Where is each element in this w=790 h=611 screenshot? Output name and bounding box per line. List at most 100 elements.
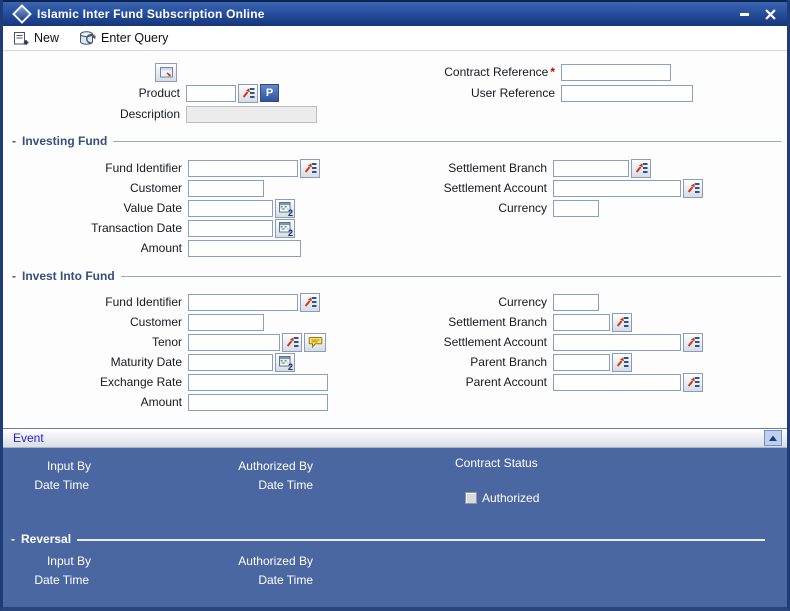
minimize-button[interactable] [735,6,753,22]
scroll-up-button[interactable] [764,430,782,446]
up-arrow-icon [768,434,778,443]
contract-reference-input[interactable] [561,63,671,81]
iif-customer-input[interactable] [188,313,264,331]
iif-fund-identifier-lov-button[interactable] [300,292,320,312]
iif-tenor-label: Tenor [151,335,182,349]
investing-transaction-date-input[interactable] [188,219,273,237]
investing-fund-identifier-input[interactable] [188,159,298,177]
contract-reference-label: Contract Reference* [444,65,555,79]
iif-fund-identifier-input[interactable] [188,293,298,311]
investing-fund-identifier-lov-button[interactable] [300,158,320,178]
investing-currency-label: Currency [498,201,547,215]
authorized-checkbox[interactable] [465,492,477,504]
iif-settlement-account-lov-button[interactable] [683,332,703,352]
iif-parent-branch-input[interactable] [553,353,610,371]
iif-amount-input[interactable] [188,393,328,411]
investing-settlement-branch-lov-button[interactable] [631,158,651,178]
calendar-digit: 2 [287,207,293,218]
lov-icon [304,162,317,174]
iif-exchange-rate-label: Exchange Rate [99,375,182,389]
iif-maturity-date-input[interactable] [188,353,273,371]
reversal-authorized-by-label: Authorized By [238,554,313,568]
required-asterisk: * [550,65,555,79]
event-link[interactable]: Event [13,431,44,445]
investing-settlement-account-input[interactable] [553,179,681,197]
date-time-label: Date Time [34,478,89,492]
enter-query-button[interactable]: Enter Query [79,31,168,46]
investing-settlement-account-lov-button[interactable] [683,178,703,198]
investing-settlement-branch-input[interactable] [553,159,629,177]
authorized-field: Authorized [465,491,539,505]
iif-currency-input[interactable] [553,293,599,311]
lov-icon [616,316,629,328]
lov-icon [687,376,700,388]
new-document-icon [13,31,29,46]
audit-footer: Input By Date Time Authorized By Date Ti… [3,448,787,607]
window-red-arrow-icon [159,66,174,79]
iif-parent-branch-lov-button[interactable] [612,352,632,372]
user-reference-input[interactable] [561,84,693,102]
product-preview-button[interactable] [155,63,177,82]
lov-icon [687,336,700,348]
product-input[interactable] [186,84,236,102]
investing-customer-input[interactable] [188,179,264,197]
product-p-button[interactable]: P [260,84,279,102]
reversal-section-title: Reversal [21,532,72,546]
iif-settlement-branch-lov-button[interactable] [612,312,632,332]
iif-tenor-note-button[interactable] [304,332,326,352]
investing-value-date-input[interactable] [188,199,273,217]
user-reference-label: User Reference [470,86,555,100]
investing-value-date-calendar-button[interactable]: 2 [275,198,295,218]
calendar-digit: 2 [287,361,293,372]
investing-transaction-date-calendar-button[interactable]: 2 [275,218,295,238]
investing-amount-input[interactable] [188,239,301,257]
contract-status-label: Contract Status [455,456,538,470]
minimize-icon [739,12,749,16]
iif-amount-label: Amount [140,395,182,409]
product-lov-button[interactable] [238,83,258,103]
input-by-label: Input By [46,459,91,473]
iif-parent-account-input[interactable] [553,373,681,391]
investing-fund-section-header: - Investing Fund [12,134,781,148]
investing-amount-label: Amount [140,241,182,255]
lov-icon [687,182,700,194]
lov-icon [635,162,648,174]
close-icon [765,9,776,20]
lov-icon [286,336,299,348]
investing-settlement-branch-label: Settlement Branch [448,161,547,175]
diamond-icon [12,4,32,24]
iif-tenor-lov-button[interactable] [282,332,302,352]
database-query-icon [79,31,96,46]
investing-currency-input[interactable] [553,199,599,217]
investing-fund-identifier-label: Fund Identifier [105,161,182,175]
collapse-dash: - [11,532,15,546]
title-bar: Islamic Inter Fund Subscription Online [3,0,787,26]
enter-query-button-label: Enter Query [101,31,169,45]
invest-into-fund-section-header: - Invest Into Fund [12,269,781,283]
close-button[interactable] [761,6,779,22]
description-label: Description [119,107,180,121]
product-label: Product [138,86,180,100]
reversal-date-time-label: Date Time [34,573,89,587]
iif-maturity-date-calendar-button[interactable]: 2 [275,352,295,372]
invest-into-fund-section-title: Invest Into Fund [22,269,115,283]
iif-settlement-branch-input[interactable] [553,313,610,331]
calendar-digit: 2 [287,227,293,238]
iif-parent-account-lov-button[interactable] [683,372,703,392]
lov-icon [304,296,317,308]
reversal-authorized-date-time-label: Date Time [258,573,313,587]
iif-exchange-rate-input[interactable] [188,373,328,391]
section-divider-line [120,276,781,277]
authorized-by-label: Authorized By [238,459,313,473]
investing-settlement-account-label: Settlement Account [443,181,547,195]
iif-settlement-account-input[interactable] [553,333,681,351]
reversal-section-header: - Reversal [11,532,765,546]
authorized-checkbox-label: Authorized [482,491,540,505]
new-button[interactable]: New [13,31,59,46]
lov-icon [616,356,629,368]
event-bar: Event [3,428,787,448]
form-content: Product P Description Contract Reference… [3,51,787,428]
toolbar: New Enter Query [3,26,787,51]
iif-tenor-input[interactable] [188,333,280,351]
